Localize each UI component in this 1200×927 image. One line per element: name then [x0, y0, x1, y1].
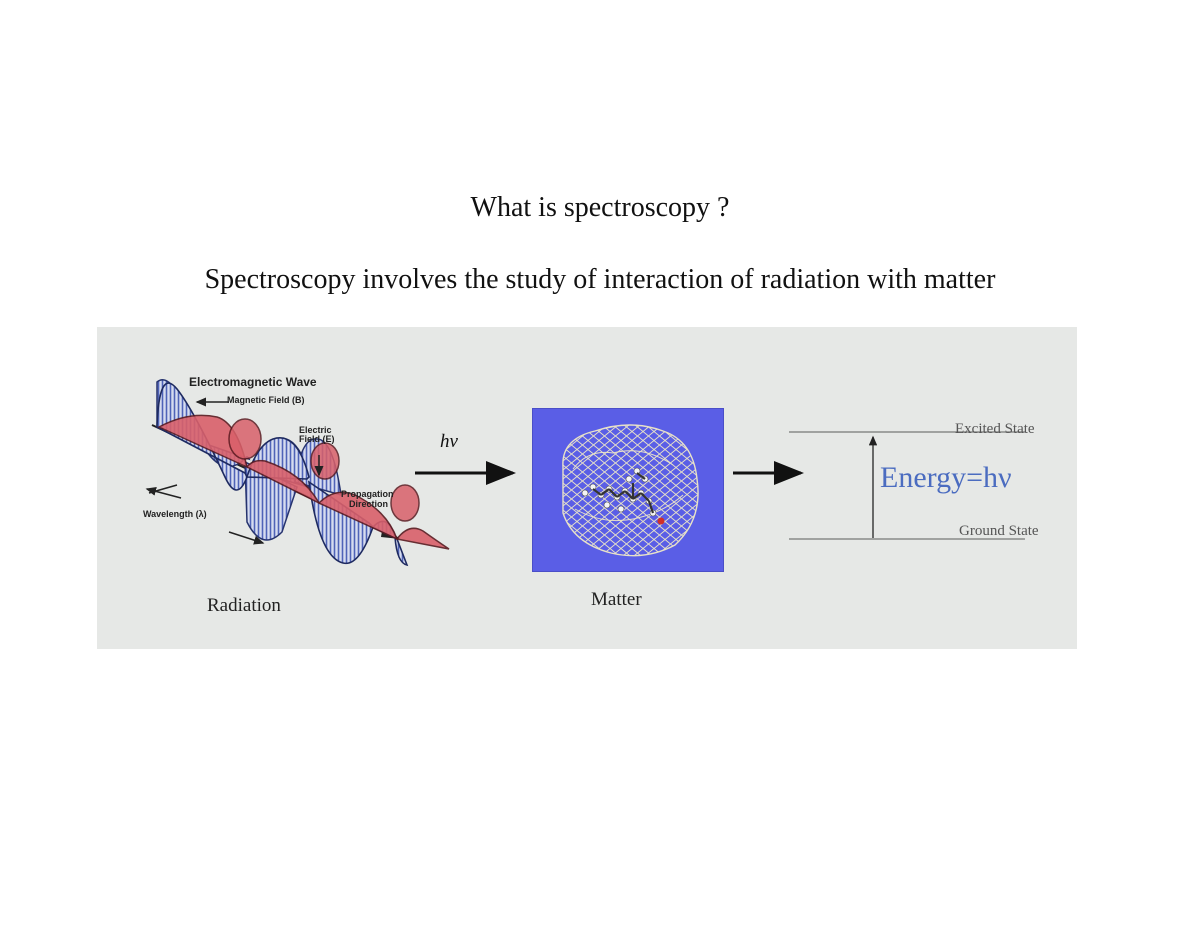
electric-label-line1: Electric — [299, 425, 332, 435]
electric-wave — [228, 418, 262, 460]
electric-wave — [310, 442, 340, 480]
slide-heading: What is spectroscopy ? — [470, 192, 730, 223]
slide-definition: Spectroscopy involves the study of inter… — [204, 264, 996, 295]
electric-label-line2: Field (E) — [299, 434, 335, 444]
molecule-mesh-icon — [562, 424, 699, 557]
molecule-bonds — [592, 472, 655, 514]
wave-title: Electromagnetic Wave — [189, 375, 317, 389]
wavelength-tick — [148, 484, 178, 494]
figure-graphics — [145, 379, 1025, 567]
molecule-surface — [562, 424, 699, 557]
radiation-caption: Radiation — [207, 595, 281, 616]
matter-molecule-box — [532, 408, 724, 572]
wavelength-label: Wavelength (λ) — [143, 509, 207, 519]
electric-wave — [395, 527, 450, 550]
spectroscopy-figure: Electromagnetic Wave Magnetic Field (B) … — [97, 327, 1077, 649]
magnetic-field-label: Magnetic Field (B) — [227, 395, 305, 405]
oxygen-atom — [657, 517, 665, 525]
wavelength-arrow — [145, 486, 182, 499]
propagation-label-line2: Direction — [349, 499, 389, 509]
propagation-label-line1: Propagation — [341, 489, 394, 499]
wavelength-arrow — [228, 531, 265, 545]
excited-state-label: Excited State — [955, 421, 1035, 437]
photon-label: hν — [440, 431, 458, 452]
molecule-surface — [572, 450, 684, 522]
matter-caption: Matter — [591, 589, 642, 610]
electric-wave — [390, 484, 420, 522]
ground-state-label: Ground State — [959, 523, 1039, 539]
electric-wave — [245, 459, 321, 505]
electric-wave — [317, 491, 399, 541]
energy-formula: Energy=hν — [880, 461, 1012, 494]
